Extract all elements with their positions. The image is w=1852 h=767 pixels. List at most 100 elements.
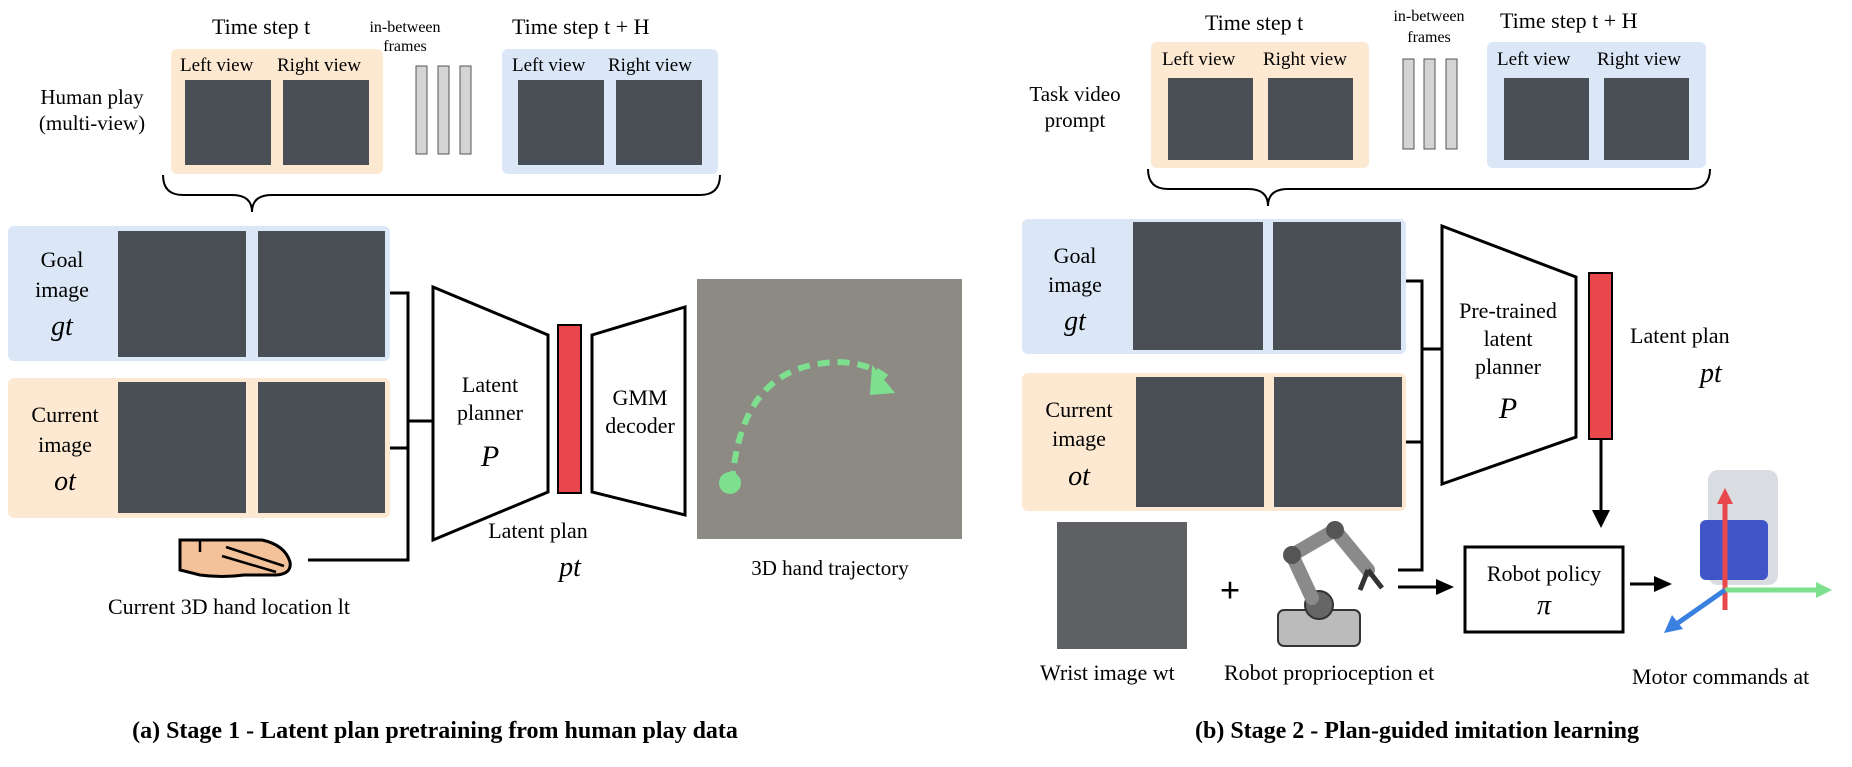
stage2-current-right-photo — [1274, 377, 1402, 507]
stage2-left-view-photo — [1168, 78, 1253, 160]
stage1-right-view-label-2: Right view — [608, 55, 692, 76]
stage1-decoder-label-2: decoder — [605, 413, 675, 438]
stage1-left-view-photo — [185, 80, 271, 165]
stage1-inbetween-1: in-between — [369, 19, 440, 36]
stage2-latent-plan-symbol: pt — [1698, 358, 1723, 389]
stage1-current-symbol: ot — [54, 466, 77, 497]
stage2-policy-symbol: π — [1537, 590, 1552, 621]
stage2-current-symbol: ot — [1068, 461, 1091, 492]
stage2-arrowhead — [1654, 576, 1672, 592]
stage2-right-view-photo-2 — [1604, 78, 1689, 160]
stage1-planner-symbol: P — [480, 440, 499, 473]
stage1-goal-symbol: gt — [51, 311, 74, 342]
stage1-goal-label-1: Goal — [41, 247, 84, 272]
stage2-right-view-photo — [1268, 78, 1353, 160]
stage1-planner-label-1: Latent — [462, 372, 518, 397]
stage2-frame-bar — [1423, 58, 1436, 150]
stage2-robot-policy-box — [1463, 545, 1625, 634]
stage1-latent-plan-label: Latent plan — [488, 518, 588, 543]
stage1-goal-label-2: image — [35, 277, 89, 302]
stage2-wrist-label: Wrist image wt — [1040, 660, 1175, 685]
stage1-current-label-2: image — [38, 432, 92, 457]
stage1-timestep-tH: Time step t + H — [512, 14, 650, 39]
stage1-goal-left-photo — [118, 231, 246, 357]
stage1-right-view-label: Right view — [277, 55, 361, 76]
stage2-plus: + — [1220, 570, 1241, 610]
stage2-caption: (b) Stage 2 - Plan-guided imitation lear… — [1195, 718, 1639, 744]
stage1-panel: Time step t in-between frames Time step … — [8, 14, 962, 744]
stage1-current-right-photo — [258, 382, 385, 513]
stage2-goal-right-photo — [1273, 222, 1401, 350]
stage1-current-label-1: Current — [31, 402, 98, 427]
stage1-hand-location: Current 3D hand location lt — [108, 594, 350, 619]
stage2-timestep-tH: Time step t + H — [1500, 8, 1638, 33]
stage2-current-label-2: image — [1052, 426, 1106, 451]
stage2-frame-bar — [1402, 58, 1415, 150]
stage2-goal-label-1: Goal — [1054, 243, 1097, 268]
stage2-right-view-label: Right view — [1263, 49, 1347, 70]
stage2-latent-plan-bar — [1588, 272, 1613, 440]
stage1-decoder-label-1: GMM — [612, 385, 667, 410]
stage2-planner-label-1: Pre-trained — [1459, 298, 1557, 323]
stage1-trajectory-arrowhead — [870, 365, 895, 395]
stage1-trajectory-label: 3D hand trajectory — [751, 556, 909, 580]
stage1-latent-plan-bar — [557, 324, 582, 494]
stage2-arrowhead — [1436, 579, 1454, 595]
stage2-proprio-label: Robot proprioception et — [1224, 660, 1434, 685]
stage2-frame-bar — [1445, 58, 1458, 150]
stage1-brace — [162, 174, 721, 213]
stage1-trajectory-path — [729, 359, 892, 484]
stage1-right-view-photo-2 — [616, 80, 702, 165]
stage1-right-view-photo — [283, 80, 369, 165]
stage1-human-play-2: (multi-view) — [39, 111, 145, 135]
stage2-planner-label-2: latent — [1484, 326, 1533, 351]
stage2-goal-symbol: gt — [1064, 306, 1087, 337]
stage2-inbetween-2: frames — [1407, 29, 1451, 46]
robot-motor-icon — [1664, 470, 1832, 633]
stage1-frame-bar — [415, 65, 428, 155]
stage1-timestep-t: Time step t — [212, 14, 310, 39]
stage1-trajectory-start — [719, 472, 741, 494]
stage2-current-label-1: Current — [1045, 397, 1112, 422]
stage2-arrowhead — [1592, 510, 1610, 528]
stage2-task-video-1: Task video — [1029, 82, 1120, 106]
stage2-left-view-label-2: Left view — [1497, 49, 1571, 70]
stage2-panel: Time step t in-between frames Time step … — [1022, 8, 1832, 744]
stage2-left-view-label: Left view — [1162, 49, 1236, 70]
stage1-planner-label-2: planner — [457, 400, 524, 425]
stage2-left-view-photo-2 — [1504, 78, 1589, 160]
stage1-left-view-label: Left view — [180, 55, 254, 76]
stage1-frame-bar — [437, 65, 450, 155]
stage1-latent-plan-symbol: pt — [557, 552, 582, 583]
stage1-frame-bar — [459, 65, 472, 155]
stage2-right-view-label-2: Right view — [1597, 49, 1681, 70]
stage1-current-left-photo — [118, 382, 246, 513]
stage1-human-play-1: Human play — [40, 85, 144, 109]
stage1-goal-right-photo — [258, 231, 385, 357]
stage1-latent-planner — [431, 284, 550, 543]
stage2-inbetween-1: in-between — [1393, 8, 1464, 25]
robot-arm-icon — [1277, 521, 1384, 647]
stage2-pretrained-planner — [1440, 223, 1578, 487]
stage2-brace — [1147, 168, 1711, 207]
stage2-policy-label: Robot policy — [1487, 561, 1601, 586]
stage2-latent-plan-label: Latent plan — [1630, 323, 1730, 348]
stage2-goal-label-2: image — [1048, 272, 1102, 297]
stage2-motor-label: Motor commands at — [1632, 664, 1809, 689]
stage2-current-left-photo — [1136, 377, 1264, 507]
stage2-task-video-2: prompt — [1045, 108, 1106, 132]
stage2-wrist-photo — [1057, 522, 1187, 649]
stage1-left-view-photo-2 — [518, 80, 604, 165]
stage2-planner-symbol: P — [1498, 392, 1517, 425]
stage1-inbetween-2: frames — [383, 38, 427, 55]
stage1-trajectory-photo — [697, 279, 962, 539]
stage2-planner-label-3: planner — [1475, 354, 1542, 379]
stage1-connector — [308, 291, 410, 562]
stage1-caption: (a) Stage 1 - Latent plan pretraining fr… — [132, 718, 738, 744]
stage1-gmm-decoder — [590, 304, 687, 517]
hand-icon — [178, 538, 292, 578]
stage2-timestep-t: Time step t — [1205, 10, 1303, 35]
stage1-left-view-label-2: Left view — [512, 55, 586, 76]
stage2-goal-left-photo — [1133, 222, 1263, 350]
